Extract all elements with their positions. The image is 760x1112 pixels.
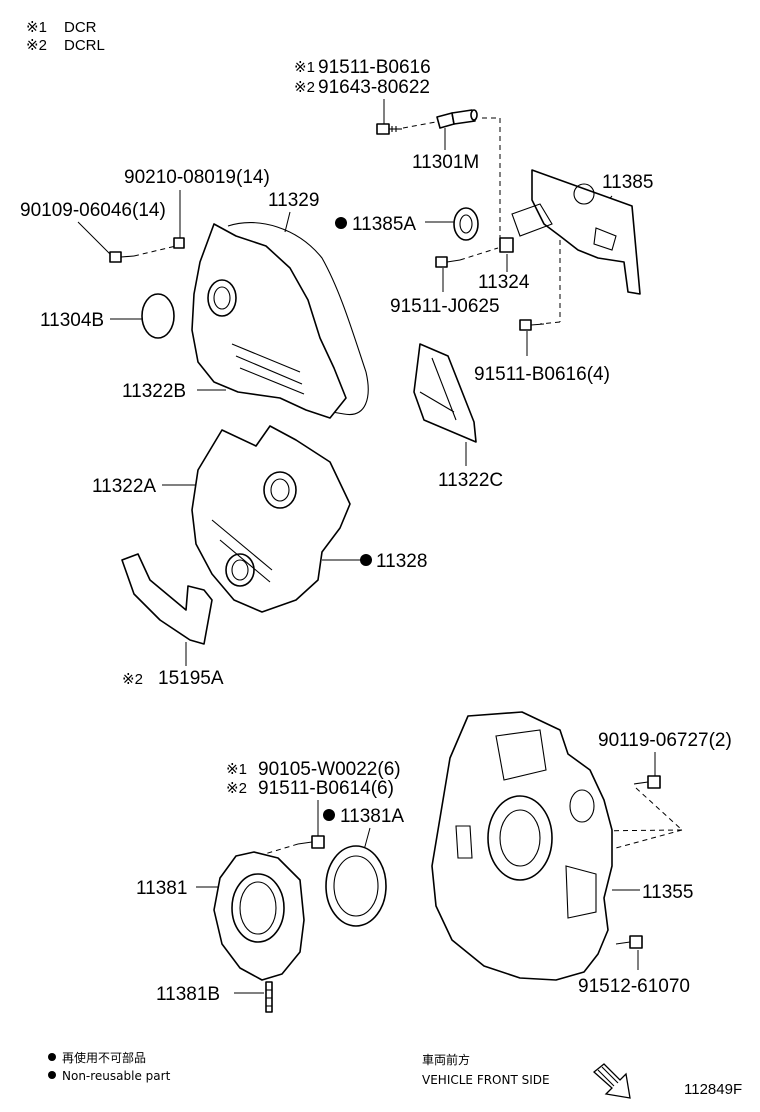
front-label-jp: 車両前方: [422, 1052, 470, 1067]
non-reusable-dot: [48, 1053, 56, 1061]
callout-11304B[interactable]: 11304B: [40, 310, 104, 331]
callout-11322A[interactable]: 11322A: [92, 476, 156, 497]
part-number-label: 11385: [602, 172, 653, 193]
callout-90109-06046[interactable]: 90109-06046(14): [20, 200, 166, 221]
part-number-label: 90119-06727(2): [598, 730, 732, 751]
part-number-label: 11304B: [40, 310, 104, 331]
part-number-label: 11385A: [352, 214, 416, 235]
part-number-label: 11355: [642, 882, 693, 903]
non-reusable-dot: [335, 217, 347, 229]
callout-91511-B0614[interactable]: ※2 91511-B0614(6): [226, 778, 394, 799]
callout-91511-J0625[interactable]: 91511-J0625: [390, 296, 500, 317]
callout-11322C[interactable]: 11322C: [438, 470, 503, 491]
spacer-icon: [499, 237, 514, 253]
bolt-icon: [633, 775, 661, 789]
callout-11328[interactable]: 11328: [360, 551, 427, 572]
callout-91511-B0616[interactable]: ※1 91511-B0616: [294, 57, 431, 78]
callout-11385A[interactable]: 11385A: [335, 214, 416, 235]
part-number-label: 91511-B0616: [318, 57, 431, 78]
front-label-en: VEHICLE FRONT SIDE: [422, 1073, 550, 1087]
legend-code-1: DCR: [64, 19, 97, 36]
callout-11301M[interactable]: 11301M: [412, 152, 479, 173]
legend-mark-1: ※1: [26, 19, 47, 36]
callout-11329[interactable]: 11329: [268, 190, 319, 211]
non-reusable-dot: [48, 1071, 56, 1079]
belt-guide: [121, 553, 213, 645]
callout-mark: ※1: [294, 59, 315, 76]
callout-90210-08019[interactable]: 90210-08019(14): [124, 167, 270, 188]
oil-seal-icon: [325, 845, 387, 927]
vehicle-front-indicator: 車両前方 VEHICLE FRONT SIDE: [422, 1052, 631, 1099]
part-number-label: 91511-B0614(6): [258, 778, 394, 799]
part-number-label: 11322A: [92, 476, 156, 497]
callout-91512-61070[interactable]: 91512-61070: [578, 976, 690, 997]
part-number-label: 90210-08019(14): [124, 167, 270, 188]
part-number-label: 11328: [376, 551, 427, 572]
figure-id: 112849F: [684, 1081, 742, 1098]
bolt-icon: [297, 835, 325, 849]
legend-mark-2: ※2: [26, 37, 47, 54]
callout-11381A[interactable]: 11381A: [323, 806, 404, 827]
oil-seal-icon: [453, 207, 479, 241]
bolt-icon: [615, 935, 643, 949]
non-reusable-dot: [323, 809, 335, 821]
part-number-label: 91643-80622: [318, 77, 430, 98]
nut-icon: [173, 237, 185, 249]
part-number-label: 11329: [268, 190, 319, 211]
sensor-icon: [436, 109, 478, 129]
callout-91511-B0616-4[interactable]: 91511-B0616(4): [474, 364, 610, 385]
callout-11385[interactable]: 11385: [602, 172, 653, 193]
non-reusable-legend: 再使用不可部品 Non-reusable part: [48, 1050, 171, 1083]
lower-timing-cover: [191, 425, 351, 613]
callout-mark: ※2: [226, 780, 247, 797]
part-number-label: 11381B: [156, 984, 220, 1005]
part-number-label: 90109-06046(14): [20, 200, 166, 221]
upper-timing-cover: [191, 223, 347, 419]
part-number-label: 91511-B0616(4): [474, 364, 610, 385]
plug-icon: [141, 293, 175, 339]
bolt-icon: [519, 319, 545, 331]
callout-90105-W0022[interactable]: ※1 90105-W0022(6): [226, 759, 401, 780]
callout-91643-80622[interactable]: ※2 91643-80622: [294, 77, 430, 98]
callout-mark: ※1: [226, 761, 247, 778]
bolt-icon: [376, 123, 402, 135]
bolt-icon: [435, 256, 461, 268]
part-number-label: 11381: [136, 878, 187, 899]
part-number-label: 11322C: [438, 470, 503, 491]
callout-90119-06727[interactable]: 90119-06727(2): [598, 730, 732, 751]
legend-text-en: Non-reusable part: [62, 1069, 171, 1083]
part-number-label: 11324: [478, 272, 530, 293]
part-number-label: 11301M: [412, 152, 479, 173]
bolt-icon: [109, 251, 135, 263]
part-number-label: 11322B: [122, 381, 186, 402]
callout-11381[interactable]: 11381: [136, 878, 187, 899]
model-legend: ※1 DCR ※2 DCRL: [26, 19, 105, 54]
legend-text-jp: 再使用不可部品: [62, 1050, 146, 1065]
part-number-label: 91511-J0625: [390, 296, 500, 317]
gasket-outline: [227, 222, 369, 416]
part-number-label: 90105-W0022(6): [258, 759, 401, 780]
callout-11322B[interactable]: 11322B: [122, 381, 186, 402]
timing-bracket: [531, 169, 641, 295]
callout-mark: ※2: [294, 79, 315, 96]
front-arrow-icon: [592, 1063, 631, 1099]
legend-code-2: DCRL: [64, 37, 105, 54]
callout-15195A[interactable]: ※2 15195A: [122, 668, 224, 689]
non-reusable-dot: [360, 554, 372, 566]
callout-11355[interactable]: 11355: [642, 882, 693, 903]
callout-mark: ※2: [122, 671, 143, 688]
part-number-label: 11381A: [340, 806, 404, 827]
callout-11381B[interactable]: 11381B: [156, 984, 220, 1005]
part-number-label: 91512-61070: [578, 976, 690, 997]
stud-icon: [265, 981, 273, 1013]
part-number-label: 15195A: [158, 668, 224, 689]
callout-11324[interactable]: 11324: [478, 272, 530, 293]
